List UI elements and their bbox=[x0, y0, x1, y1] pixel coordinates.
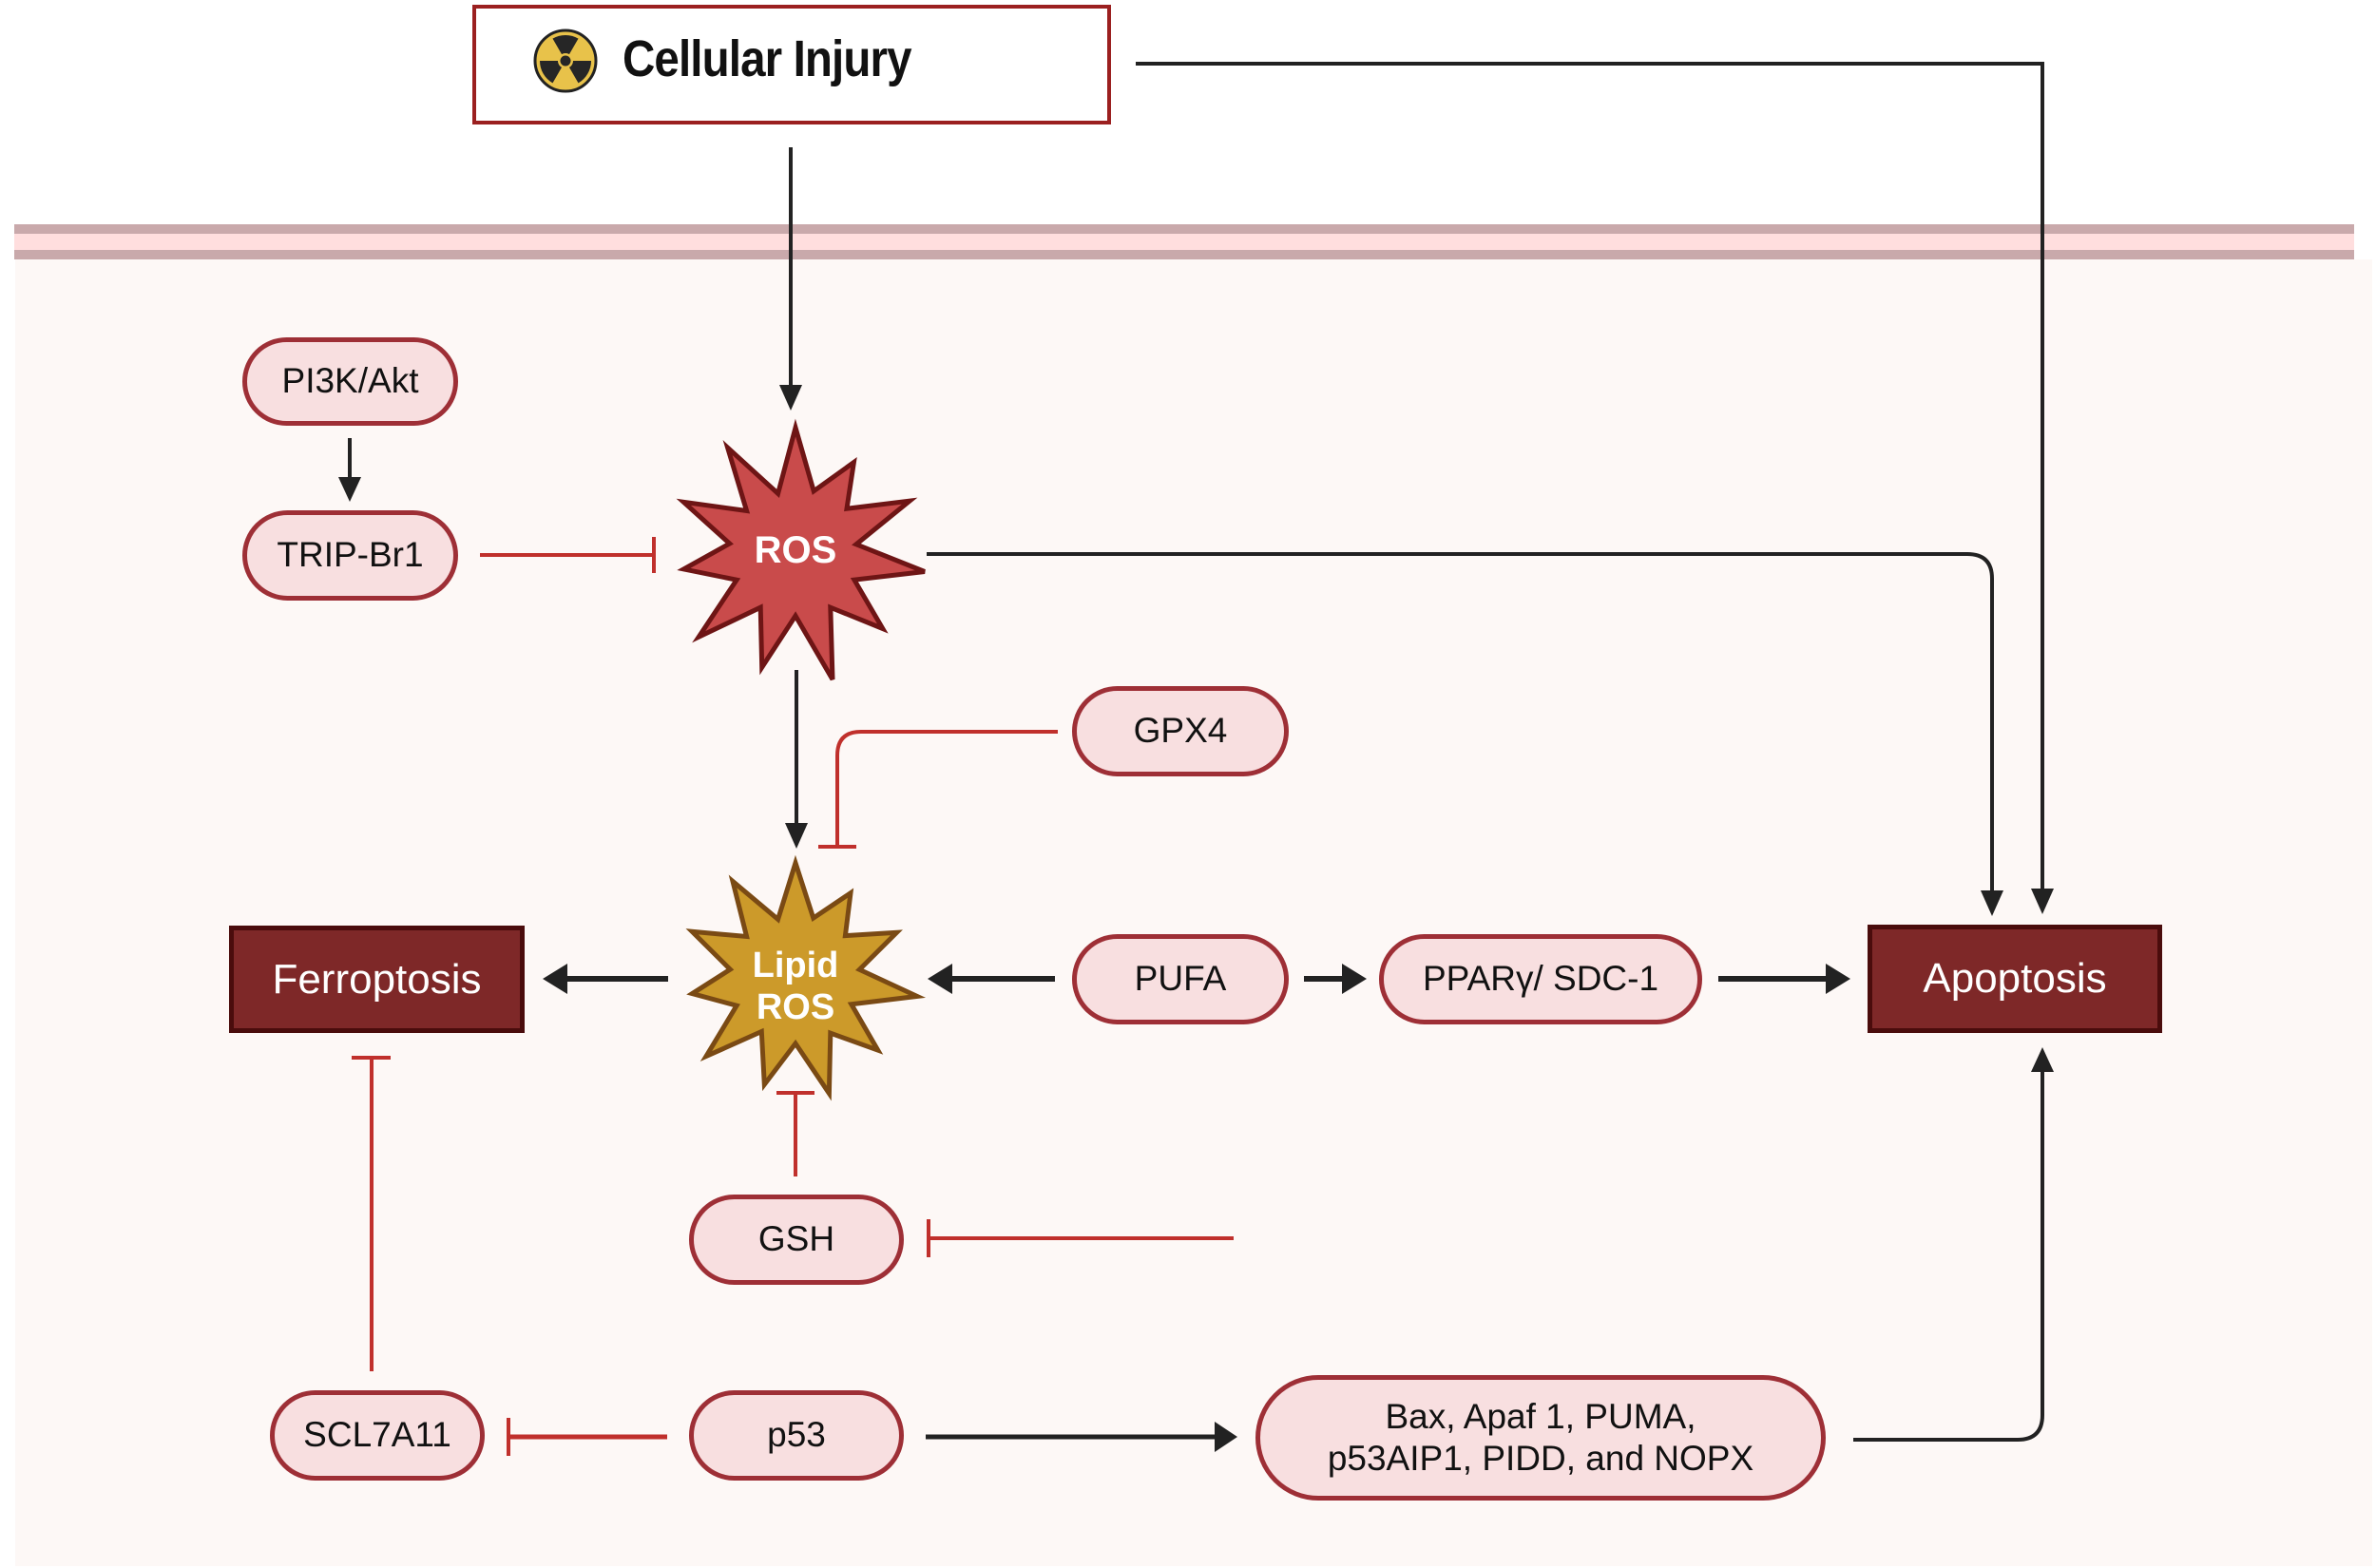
lipid-ros-label-line2: ROS bbox=[756, 986, 835, 1027]
node-bax-group: Bax, Apaf 1, PUMA, p53AIP1, PIDD, and NO… bbox=[1255, 1375, 1826, 1501]
edge-ros-to-apoptosis bbox=[927, 552, 1994, 890]
membrane-outer-layer bbox=[14, 224, 2354, 234]
arrowhead-ros-to-lipid-ros bbox=[785, 823, 808, 849]
edge-bax-group-to-apoptosis bbox=[1853, 1072, 2044, 1442]
cytoplasm-region bbox=[15, 259, 2372, 1566]
ferroptosis-label: Ferroptosis bbox=[272, 955, 482, 1003]
outcome-ferroptosis: Ferroptosis bbox=[229, 926, 525, 1033]
pufa-label: PUFA bbox=[1134, 959, 1227, 999]
cell-membrane bbox=[14, 224, 2354, 259]
pi3k-akt-label: PI3K/Akt bbox=[281, 361, 419, 401]
arrowhead-p53-to-bax-group bbox=[1215, 1422, 1237, 1452]
node-pi3k-akt: PI3K/Akt bbox=[242, 337, 458, 426]
ros-label: ROS bbox=[754, 529, 837, 571]
membrane-inner-layer bbox=[14, 234, 2354, 250]
scl7a11-label: SCL7A11 bbox=[303, 1415, 451, 1455]
node-gpx4: GPX4 bbox=[1072, 686, 1289, 776]
apoptosis-label: Apoptosis bbox=[1923, 955, 2107, 1002]
lipid-ros-label-line1: Lipid bbox=[752, 946, 839, 985]
node-ppar-sdc1: PPARγ/ SDC-1 bbox=[1379, 934, 1702, 1024]
bax-group-label-line1: Bax, Apaf 1, PUMA, bbox=[1385, 1396, 1696, 1436]
arrowhead-bax-group-to-apoptosis bbox=[2031, 1047, 2054, 1072]
radiation-hazard-icon bbox=[533, 29, 598, 93]
arrowhead-pufa-to-lipid-ros bbox=[928, 964, 952, 994]
gpx4-label: GPX4 bbox=[1133, 711, 1228, 751]
arrowhead-pufa-to-ppar bbox=[1342, 964, 1367, 994]
ppar-sdc1-label: PPARγ/ SDC-1 bbox=[1422, 959, 1659, 999]
node-scl7a11: SCL7A11 bbox=[270, 1390, 485, 1481]
node-pufa: PUFA bbox=[1072, 934, 1289, 1024]
cellular-injury-box: Cellular Injury bbox=[472, 5, 1111, 124]
edge-gpx4-inhibits-lipid-ros bbox=[835, 730, 1058, 847]
arrowhead-injury-to-apoptosis bbox=[2031, 889, 2054, 914]
bax-group-label-line2: p53AIP1, PIDD, and NOPX bbox=[1327, 1439, 1754, 1478]
outcome-apoptosis: Apoptosis bbox=[1868, 925, 2162, 1033]
membrane-bottom-layer bbox=[14, 250, 2354, 259]
arrowhead-ppar-to-apoptosis bbox=[1826, 964, 1850, 994]
lipid-ros-label: Lipid ROS bbox=[729, 946, 862, 1028]
node-p53: p53 bbox=[689, 1390, 904, 1481]
p53-label: p53 bbox=[767, 1415, 826, 1455]
node-gsh: GSH bbox=[689, 1195, 904, 1285]
arrowhead-injury-to-ros bbox=[779, 385, 802, 411]
trip-br1-label: TRIP-Br1 bbox=[277, 535, 424, 575]
gsh-label: GSH bbox=[757, 1219, 835, 1259]
node-trip-br1: TRIP-Br1 bbox=[242, 510, 458, 601]
arrowhead-ros-to-apoptosis bbox=[1981, 890, 2003, 916]
arrowhead-pi3k-to-trip bbox=[338, 477, 361, 502]
edge-injury-to-apoptosis bbox=[1136, 62, 2044, 889]
arrowhead-lipid-ros-to-ferroptosis bbox=[543, 964, 567, 994]
cellular-injury-label: Cellular Injury bbox=[623, 30, 912, 87]
